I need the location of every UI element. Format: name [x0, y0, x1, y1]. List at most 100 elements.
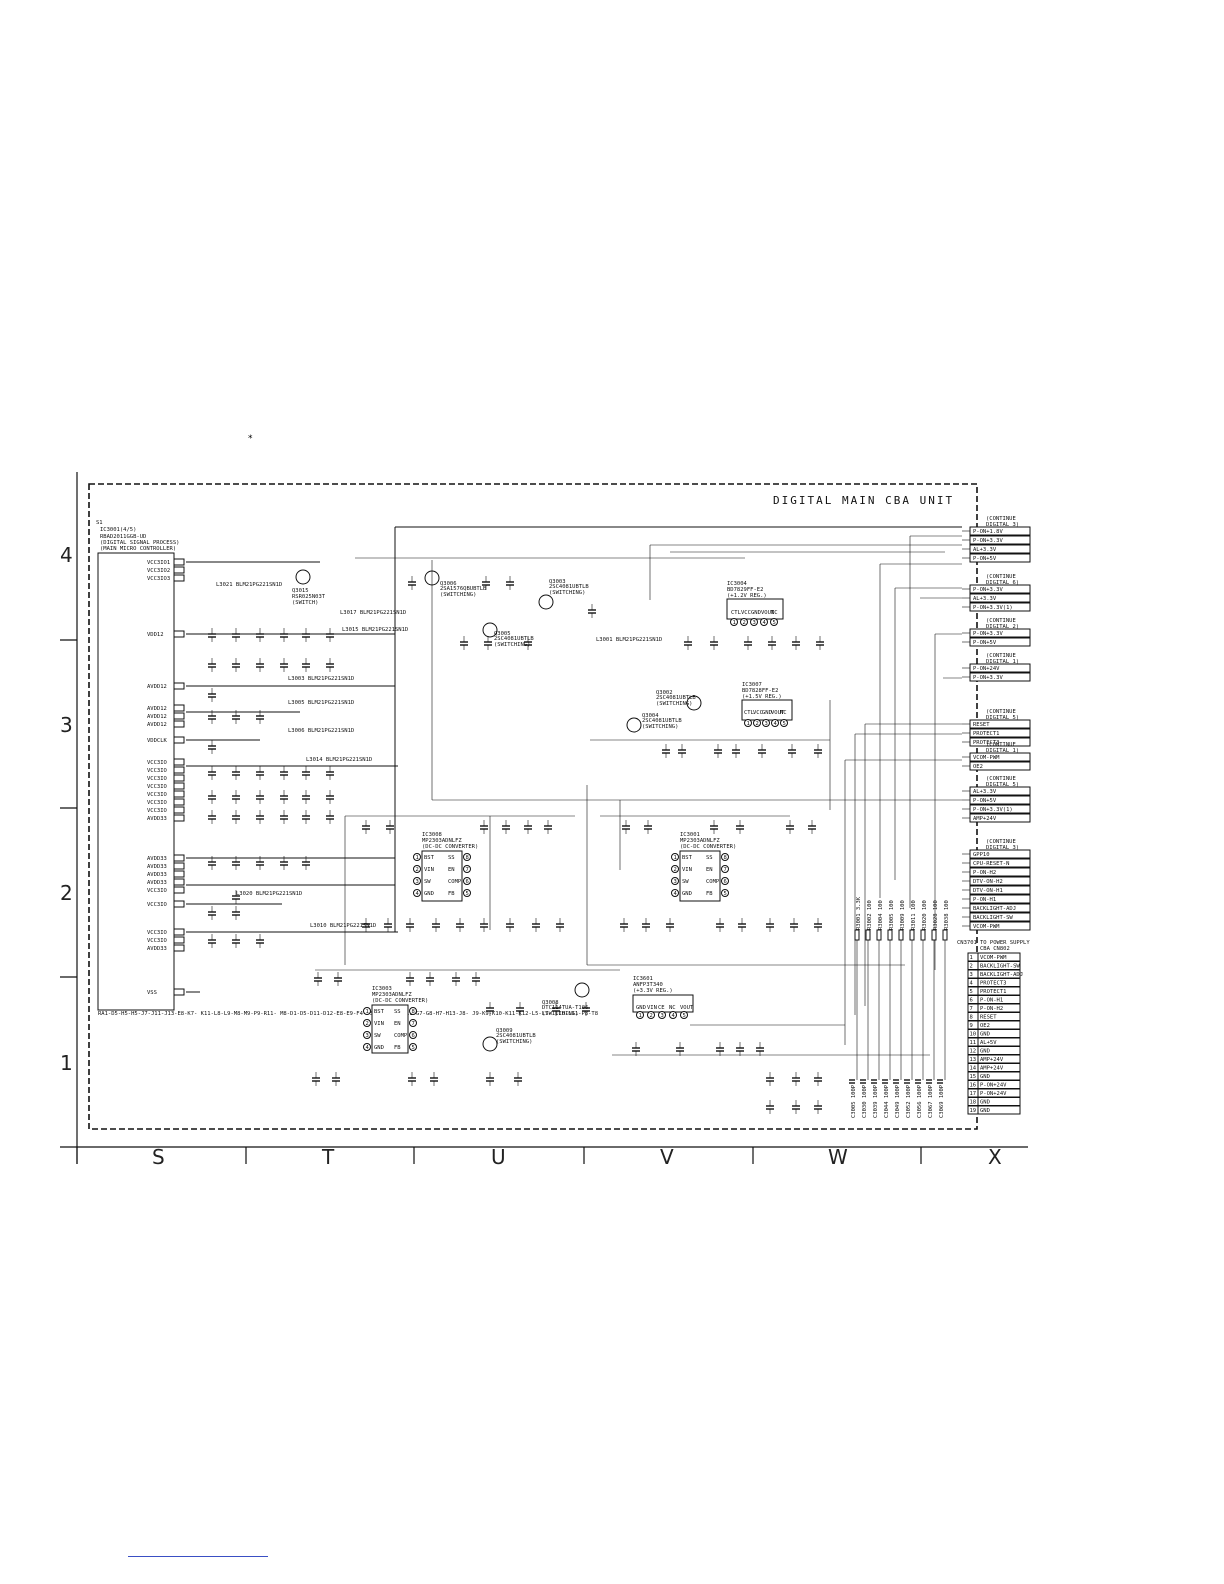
svg-text:DIGITAL 2): DIGITAL 2) [986, 624, 1019, 630]
svg-text:(CONTINUE: (CONTINUE [986, 839, 1016, 845]
main-ic-pin-label: VCC3IO [147, 930, 167, 936]
svg-text:(DC-DC CONVERTER): (DC-DC CONVERTER) [422, 844, 478, 850]
svg-text:4: 4 [774, 721, 778, 727]
svg-text:CN3701: CN3701 [957, 940, 977, 946]
svg-text:FB: FB [394, 1045, 401, 1051]
svg-text:BST: BST [374, 1009, 385, 1015]
svg-text:C3049 100P: C3049 100P [895, 1084, 901, 1118]
svg-text:18: 18 [970, 1100, 977, 1106]
main-ic-pin [173, 936, 185, 944]
svg-text:BACKLIGHT-SW: BACKLIGHT-SW [973, 915, 1013, 921]
svg-text:AMP+24V: AMP+24V [980, 1057, 1004, 1063]
svg-text:P-ON-H2: P-ON-H2 [980, 1006, 1003, 1012]
svg-text:6: 6 [724, 879, 727, 885]
svg-text:AMP+24V: AMP+24V [973, 816, 997, 822]
svg-text:CTL: CTL [744, 710, 755, 716]
svg-text:PROTECT1: PROTECT1 [980, 989, 1007, 995]
main-ic-pin-label: VCC3IO [147, 800, 167, 806]
svg-text:P-ON+24V: P-ON+24V [973, 666, 1000, 672]
svg-text:(DC-DC CONVERTER): (DC-DC CONVERTER) [680, 844, 736, 850]
svg-text:L3015 BLM21PG221SN1D: L3015 BLM21PG221SN1D [342, 627, 408, 633]
svg-text:CTL: CTL [731, 610, 742, 616]
svg-text:AL+3.3V: AL+3.3V [973, 547, 997, 553]
svg-text:R3028 100: R3028 100 [933, 900, 939, 930]
svg-text:ANFP3T340: ANFP3T340 [633, 982, 663, 988]
svg-text:P-ON+3.3V: P-ON+3.3V [973, 631, 1003, 637]
coil-labels: L3021 BLM21PG221SN1D L3017 BLM21PG221SN1… [216, 582, 662, 929]
svg-text:OE2: OE2 [973, 764, 983, 770]
svg-text:S1: S1 [96, 520, 103, 526]
svg-text:P-ON+5V: P-ON+5V [973, 798, 997, 804]
main-ic-pin [173, 886, 185, 894]
unit-title: DIGITAL MAIN CBA UNIT [773, 494, 954, 507]
svg-text:GND: GND [374, 1045, 384, 1051]
main-ic-pin-label: VCC3IO [147, 792, 167, 798]
svg-text:VIN: VIN [374, 1021, 384, 1027]
svg-text:1: 1 [747, 721, 750, 727]
svg-text:7: 7 [412, 1021, 415, 1027]
svg-text:P-ON+3.3V: P-ON+3.3V [973, 538, 1003, 544]
main-ic-pin-label: VCC3IO [147, 808, 167, 814]
svg-text:DIGITAL 1): DIGITAL 1) [986, 748, 1019, 754]
svg-text:9: 9 [970, 1023, 973, 1029]
main-ic-line3: (MAIN MICRO CONTROLLER) [100, 546, 176, 552]
svg-text:EN: EN [706, 867, 713, 873]
svg-text:C3044 100P: C3044 100P [884, 1084, 890, 1118]
main-ic-body [97, 552, 175, 1011]
svg-text:19: 19 [970, 1108, 977, 1114]
svg-text:EN: EN [448, 867, 455, 873]
main-ic-pin [173, 988, 185, 996]
svg-text:8: 8 [970, 1015, 973, 1021]
svg-text:3: 3 [366, 1033, 369, 1039]
transistor-q3004: Q3004 2SC4081UBTLB (SWITCHING) [626, 713, 682, 733]
main-ic-pin [173, 862, 185, 870]
svg-text:IC3004: IC3004 [727, 581, 748, 587]
svg-text:TO POWER SUPPLY: TO POWER SUPPLY [980, 940, 1030, 946]
svg-text:(SWITCHING): (SWITCHING) [542, 1011, 578, 1017]
main-ic-pin-label: AVDD33 [147, 880, 167, 886]
svg-text:SW: SW [424, 879, 431, 885]
svg-text:L3005 BLM21PG221SN1D: L3005 BLM21PG221SN1D [288, 700, 354, 706]
main-ic-pin [173, 790, 185, 798]
svg-text:5: 5 [412, 1045, 415, 1051]
svg-text:DIGITAL 5): DIGITAL 5) [986, 782, 1019, 788]
svg-text:(CONTINUE: (CONTINUE [986, 709, 1016, 715]
main-ic-pin [173, 944, 185, 952]
svg-text:CPU-RESET-N: CPU-RESET-N [973, 861, 1009, 867]
svg-text:3: 3 [753, 620, 756, 626]
svg-text:VIN: VIN [424, 867, 434, 873]
svg-text:2SC4081UBTLB: 2SC4081UBTLB [549, 584, 589, 590]
svg-text:Q3015: Q3015 [292, 588, 309, 594]
row-label-2: 2 [60, 881, 73, 905]
svg-text:P-ON-H2: P-ON-H2 [973, 870, 996, 876]
svg-text:4: 4 [416, 891, 420, 897]
svg-text:2: 2 [743, 620, 746, 626]
svg-text:7: 7 [970, 1006, 973, 1012]
svg-text:1: 1 [970, 955, 973, 961]
svg-text:DIGITAL 6): DIGITAL 6) [986, 580, 1019, 586]
svg-text:VCOM-PWM: VCOM-PWM [973, 924, 1000, 930]
svg-text:2: 2 [674, 867, 677, 873]
svg-text:2: 2 [416, 867, 419, 873]
svg-text:2: 2 [756, 721, 759, 727]
svg-text:R3020 100: R3020 100 [922, 900, 928, 930]
svg-text:SW: SW [682, 879, 689, 885]
svg-text:BST: BST [682, 855, 693, 861]
transistor-q3003: Q3003 2SC4081UBTLB (SWITCHING) [538, 579, 589, 610]
svg-text:IC3008: IC3008 [422, 832, 442, 838]
main-ic-pin [173, 682, 185, 690]
main-ic-pin [173, 766, 185, 774]
svg-text:NC: NC [669, 1005, 676, 1011]
footer-link-underline[interactable] [128, 1556, 268, 1557]
row-label-3: 3 [60, 713, 73, 737]
main-ic-pin-label: AVDD12 [147, 722, 167, 728]
transistor-q3006: Q3006 2SA1576QBUBTLB (SWITCHING) [424, 570, 487, 598]
svg-text:NC: NC [780, 710, 787, 716]
svg-text:MP2303ADNLFZ: MP2303ADNLFZ [680, 838, 720, 844]
svg-text:(SWITCHING): (SWITCHING) [440, 592, 476, 598]
svg-text:C3052 100P: C3052 100P [906, 1084, 912, 1118]
svg-text:GND: GND [980, 1100, 990, 1106]
